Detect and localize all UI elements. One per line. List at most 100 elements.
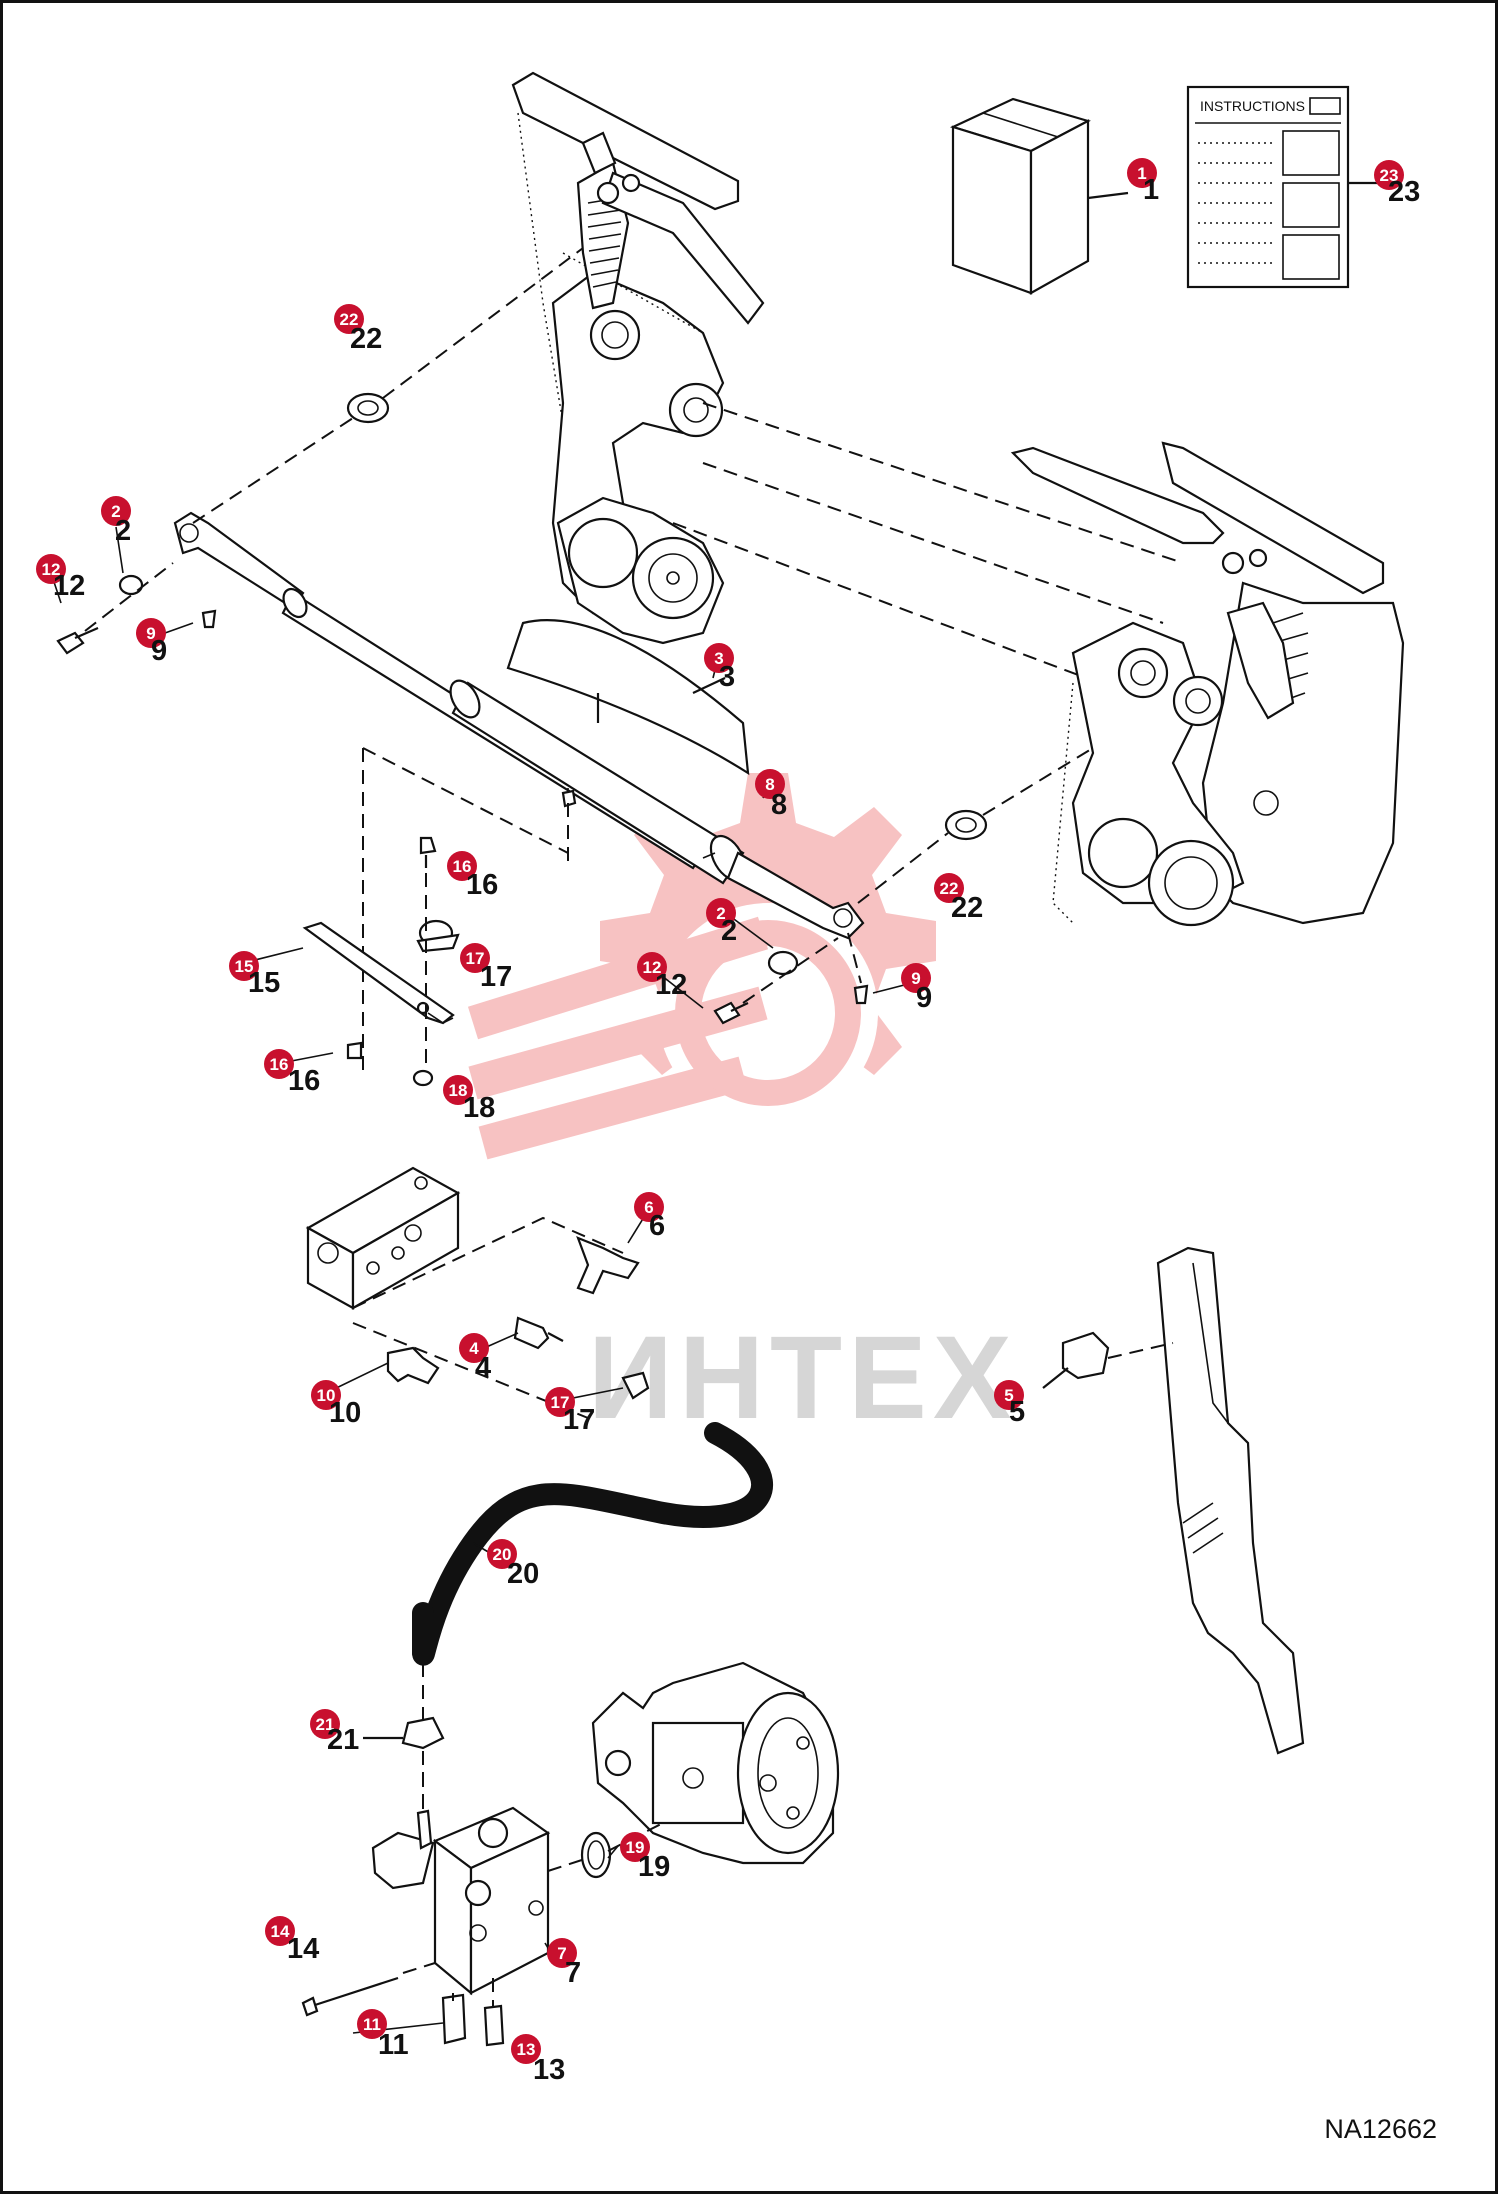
svg-text:17: 17 (466, 949, 485, 968)
svg-text:13: 13 (533, 2054, 565, 2086)
svg-text:19: 19 (626, 1838, 645, 1857)
right-attachment-latch-assembly (1010, 441, 1405, 927)
svg-text:2: 2 (111, 502, 120, 521)
hydraulic-cylinder-part (173, 511, 865, 940)
drawing-id-label: NA12662 (1324, 2114, 1437, 2144)
svg-text:9: 9 (151, 635, 167, 667)
svg-text:11: 11 (378, 2029, 409, 2061)
exploded-parts-diagram: ИНТЕХ INSTRUCTIONS (36, 71, 1420, 2086)
svg-text:22: 22 (340, 310, 359, 329)
svg-text:2: 2 (716, 904, 725, 923)
svg-text:17: 17 (551, 1393, 570, 1412)
svg-text:11: 11 (363, 2015, 381, 2034)
callout-6: 66 (634, 1192, 665, 1242)
svg-text:10: 10 (317, 1386, 336, 1405)
svg-text:2: 2 (115, 515, 131, 547)
washer-part-22-lower (857, 747, 1094, 904)
svg-text:12: 12 (42, 560, 61, 579)
svg-text:22: 22 (951, 892, 983, 924)
svg-text:1: 1 (1143, 174, 1159, 206)
svg-text:16: 16 (453, 857, 472, 876)
watermark-text: ИНТЕХ (588, 1312, 1018, 1444)
svg-text:4: 4 (475, 1352, 491, 1384)
instructions-sheet-label: INSTRUCTIONS (1200, 98, 1305, 114)
kit-box-part (949, 97, 1129, 295)
callout-4: 44 (459, 1333, 491, 1384)
callout-8: 88 (755, 769, 787, 821)
svg-text:8: 8 (771, 789, 787, 821)
callout-9-right: 99 (901, 963, 932, 1014)
svg-text:9: 9 (146, 624, 155, 643)
svg-text:18: 18 (449, 1081, 468, 1100)
svg-text:2: 2 (721, 915, 737, 947)
svg-text:14: 14 (287, 1933, 319, 1965)
bracket-hardware-group (302, 747, 569, 1087)
svg-text:23: 23 (1388, 176, 1420, 208)
svg-text:23: 23 (1380, 166, 1399, 185)
svg-text:22: 22 (350, 323, 382, 355)
instructions-sheet-part: INSTRUCTIONS (1186, 85, 1378, 289)
svg-text:17: 17 (480, 961, 512, 993)
svg-text:4: 4 (469, 1339, 479, 1358)
svg-text:20: 20 (493, 1545, 512, 1564)
svg-text:3: 3 (714, 649, 723, 668)
hose-clamp-part (363, 1716, 445, 1750)
hydraulic-pump-part (547, 1661, 840, 1879)
svg-text:15: 15 (248, 967, 280, 999)
control-valve-part (301, 1763, 551, 2047)
svg-text:12: 12 (53, 570, 85, 602)
svg-text:20: 20 (507, 1558, 539, 1590)
svg-text:16: 16 (270, 1055, 289, 1074)
svg-text:13: 13 (517, 2040, 536, 2059)
callout-1: 11 (1127, 158, 1159, 206)
svg-text:8: 8 (765, 775, 774, 794)
svg-text:21: 21 (316, 1715, 335, 1734)
callout-7: 77 (547, 1938, 581, 1989)
svg-text:18: 18 (463, 1092, 495, 1124)
svg-text:21: 21 (327, 1724, 359, 1756)
callout-5: 55 (994, 1380, 1025, 1428)
left-attachment-latch-assembly (511, 71, 765, 645)
cross-tube (672, 402, 1184, 704)
svg-text:15: 15 (235, 957, 254, 976)
washer-part-22-upper (192, 247, 584, 524)
cylinder-sleeve-part (506, 619, 750, 776)
svg-text:17: 17 (563, 1404, 595, 1436)
svg-text:5: 5 (1009, 1396, 1025, 1428)
left-pin-hardware (56, 562, 217, 655)
svg-text:16: 16 (288, 1065, 320, 1097)
svg-text:6: 6 (649, 1210, 665, 1242)
svg-text:12: 12 (643, 958, 662, 977)
callout-3: 33 (704, 643, 735, 693)
svg-text:19: 19 (638, 1851, 670, 1883)
svg-text:22: 22 (940, 879, 959, 898)
svg-text:5: 5 (1004, 1386, 1013, 1405)
svg-text:7: 7 (557, 1944, 566, 1963)
svg-text:7: 7 (565, 1957, 581, 1989)
callout-2-right: 22 (706, 898, 737, 947)
svg-text:6: 6 (644, 1198, 653, 1217)
right-pin-hardware (713, 932, 869, 1025)
valve-block-fittings (305, 1166, 650, 1419)
svg-text:12: 12 (655, 969, 687, 1001)
svg-text:10: 10 (329, 1397, 361, 1429)
